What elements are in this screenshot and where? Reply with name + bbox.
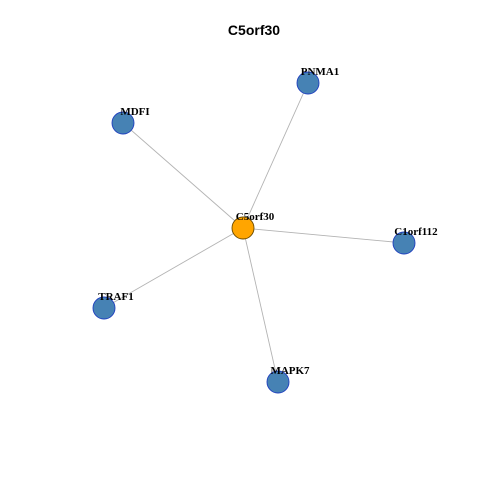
node-mapk7 [266,370,290,394]
edges-layer [103,82,405,383]
node-traf1 [92,296,116,320]
edge-c5orf30-mapk7 [242,227,279,383]
node-c1orf112 [392,231,416,255]
node-c5orf30 [231,216,255,240]
edge-c5orf30-c1orf112 [242,227,405,244]
node-label-c5orf30: C5orf30 [236,211,275,223]
nodes-layer [92,71,416,394]
node-pnma1 [296,71,320,95]
node-label-traf1: TRAF1 [98,291,133,303]
edge-c5orf30-pnma1 [242,82,309,229]
edge-c5orf30-mdfi [122,122,244,229]
node-label-c1orf112: C1orf112 [394,226,438,238]
edge-c5orf30-traf1 [103,227,244,309]
node-label-pnma1: PNMA1 [301,66,340,78]
node-label-mdfi: MDFI [120,106,149,118]
node-mdfi [111,111,135,135]
node-label-mapk7: MAPK7 [270,365,310,377]
diagram-title: C5orf30 [228,22,280,38]
